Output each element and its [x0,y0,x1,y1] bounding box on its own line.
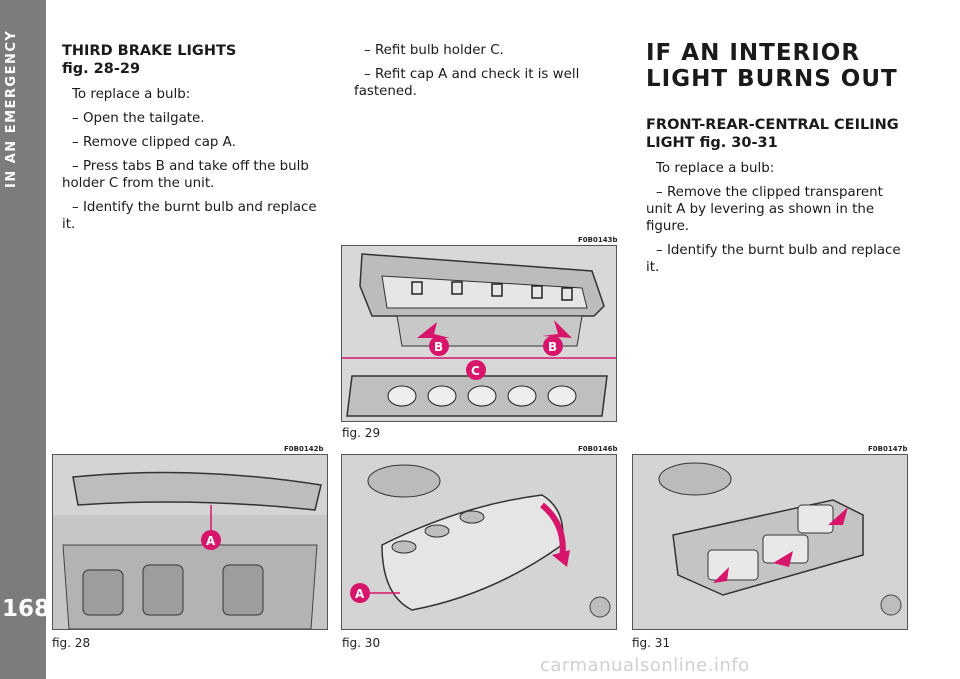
figure-28-illustration: A [52,454,328,630]
figure-29-illustration: B B C [341,245,617,422]
paragraph: – Press tabs B and take off the bulb hol… [62,159,309,191]
label-b: B [548,340,557,354]
paragraph: – Refit cap A and check it is well faste… [354,67,580,99]
figure-code: F0B0146b [578,445,618,453]
ceiling-light-bulbs-image [633,455,907,629]
figure-code: F0B0143b [578,236,618,244]
column-third-brake-lights: THIRD BRAKE LIGHTS fig. 28-29 To replace… [62,42,324,240]
section-title: IN AN EMERGENCY [4,30,19,189]
main-heading: IF AN INTERIOR LIGHT BURNS OUT [646,40,898,92]
paragraph: – Identify the burnt bulb and replace it… [646,243,901,275]
figure-code: F0B0147b [868,445,908,453]
paragraph: – Remove clipped cap A. [72,135,236,150]
label-a: A [206,534,216,548]
watermark: carmanualsonline.info [540,655,750,676]
paragraph: – Refit bulb holder C. [364,43,504,58]
figure-31-illustration [632,454,908,630]
ceiling-light-image: A [342,455,616,629]
heading-third-brake-lights: THIRD BRAKE LIGHTS fig. 28-29 [62,43,237,77]
column-interior-light: IF AN INTERIOR LIGHT BURNS OUT FRONT-REA… [646,40,908,283]
figure-caption: fig. 29 [342,426,381,440]
paragraph: – Remove the clipped transparent unit A … [646,185,883,234]
figure-code: F0B0142b [284,445,324,453]
figure-caption: fig. 28 [52,636,91,650]
paragraph: – Open the tailgate. [72,111,205,126]
heading-ceiling-light: FRONT-REAR-CENTRAL CEILING LIGHT fig. 30… [646,117,899,151]
page-number: 168 [2,596,51,622]
paragraph: – Identify the burnt bulb and replace it… [62,200,317,232]
label-c: C [471,364,480,378]
label-b: B [434,340,443,354]
sidebar: IN AN EMERGENCY 168 [0,0,51,679]
figure-30-illustration: A [341,454,617,630]
paragraph: To replace a bulb: [72,87,191,102]
figure-caption: fig. 31 [632,636,671,650]
brake-light-unit-image: B B C [342,246,616,421]
figure-caption: fig. 30 [342,636,381,650]
tailgate-interior-image: A [53,455,327,629]
label-a: A [355,587,365,601]
column-refit: – Refit bulb holder C. – Refit cap A and… [354,42,616,107]
paragraph: To replace a bulb: [656,161,775,176]
